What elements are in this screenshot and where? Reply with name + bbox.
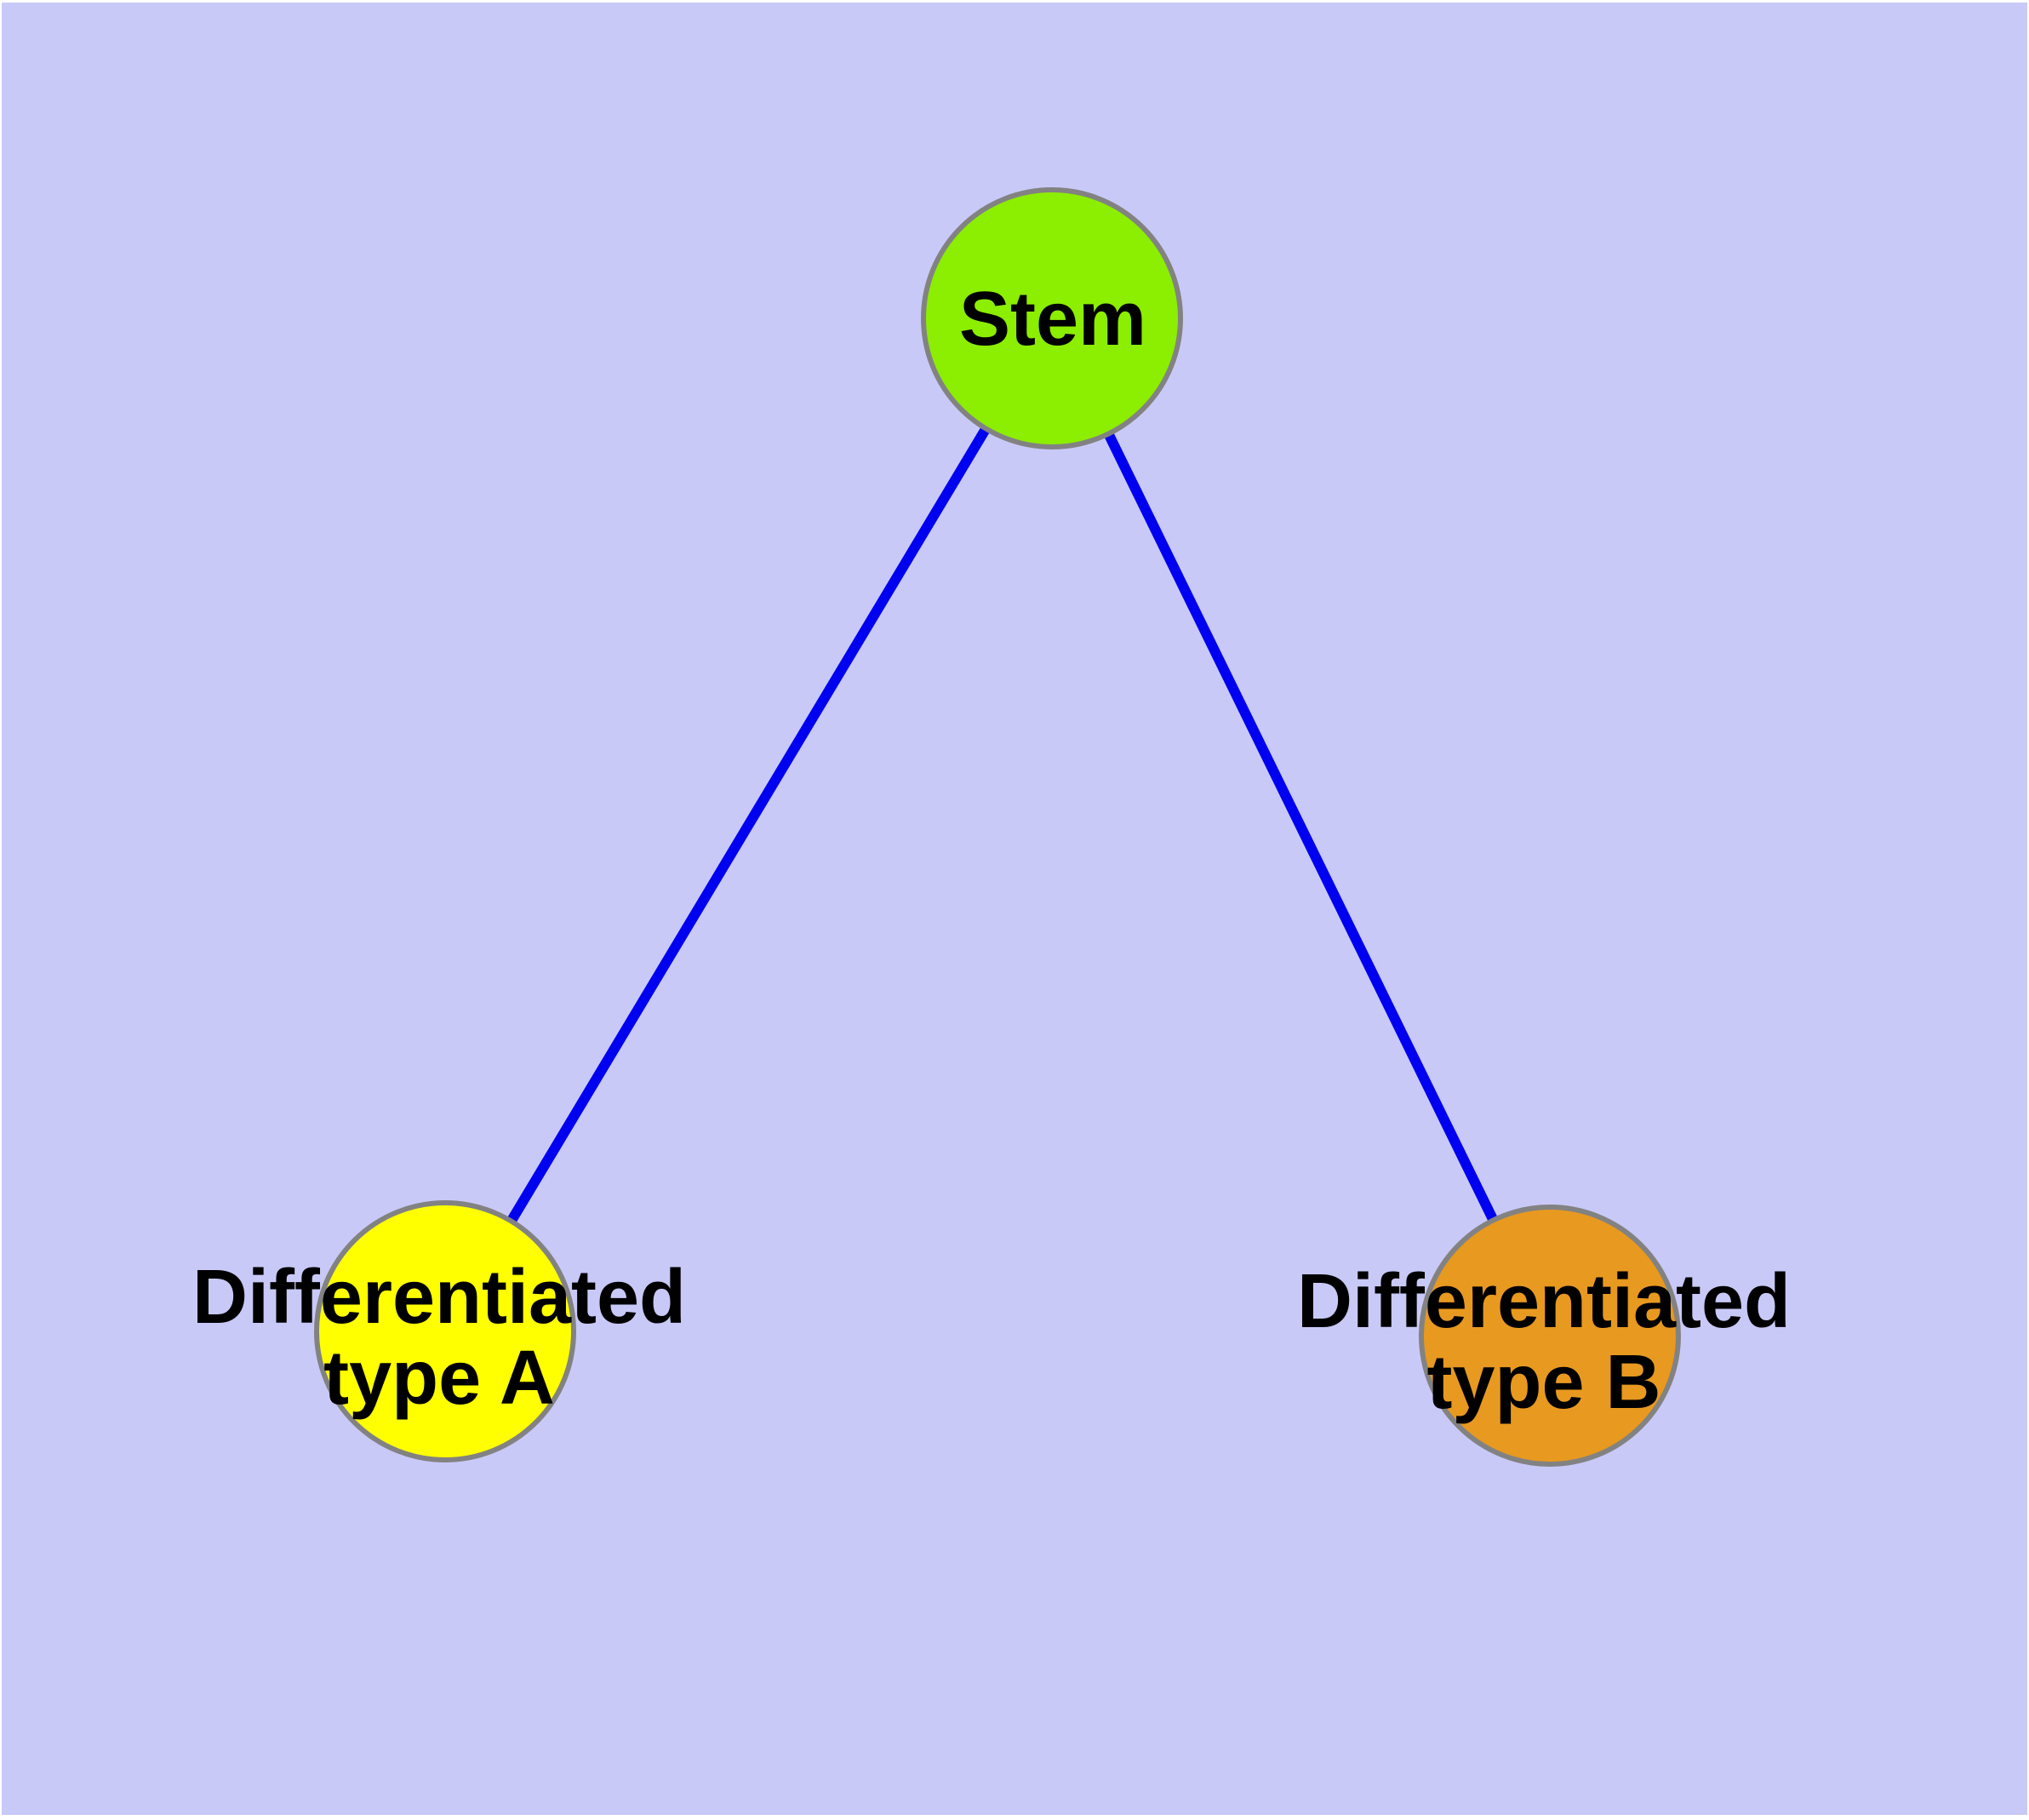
node-label-differentiated-type-b-line1: Differentiated [1297, 1259, 1791, 1344]
edge-stem-to-differentiated-type-b [1047, 316, 1555, 1338]
node-label-stem: Stem [959, 277, 1146, 362]
edge-stem-to-differentiated-type-a [440, 315, 1057, 1335]
node-differentiated-type-a [314, 1200, 576, 1462]
node-label-differentiated-type-a-line2: type A [323, 1336, 555, 1421]
node-stem [921, 187, 1183, 449]
node-label-differentiated-type-a-line1: Differentiated [192, 1255, 686, 1340]
node-label-differentiated-type-b-line2: type B [1426, 1340, 1660, 1425]
node-differentiated-type-b [1419, 1205, 1681, 1467]
